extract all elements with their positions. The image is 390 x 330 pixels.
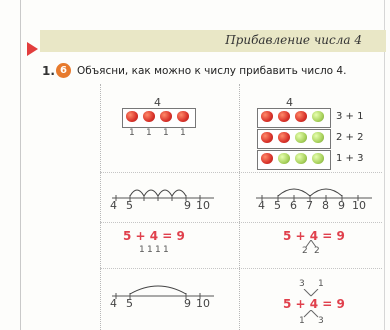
row-divider-1 bbox=[100, 172, 382, 173]
left-bottom-axis-label: 10 bbox=[196, 297, 210, 310]
bottom-split-1: 1 bbox=[299, 316, 305, 326]
right-bottom-expression: 5 + 4 = 9 bbox=[283, 297, 345, 311]
right-split-2: 2 bbox=[314, 246, 320, 256]
top-split-1: 3 bbox=[299, 279, 305, 289]
apple-icon bbox=[261, 153, 273, 164]
right-axis-label: 6 bbox=[290, 199, 297, 212]
right-axis-label: 5 bbox=[274, 199, 281, 212]
right-axis-label: 9 bbox=[338, 199, 345, 212]
right-split-1: 2 bbox=[302, 246, 308, 256]
sum-option-2: 2 + 2 bbox=[336, 132, 364, 143]
apple-icon bbox=[261, 132, 273, 143]
left-axis-label: 4 bbox=[110, 199, 117, 212]
right-axis-label: 8 bbox=[322, 199, 329, 212]
left-expression: 5 + 4 = 9 bbox=[123, 229, 185, 243]
row-divider-3 bbox=[100, 268, 382, 269]
apple-icon bbox=[278, 132, 290, 143]
left-axis-label: 5 bbox=[126, 199, 133, 212]
left-number-line bbox=[112, 189, 214, 201]
left-one: 1 bbox=[163, 128, 169, 138]
left-divider bbox=[100, 84, 101, 330]
left-bottom-number-line bbox=[112, 285, 214, 299]
left-split-3: 1 bbox=[155, 245, 161, 255]
left-bottom-axis-label: 9 bbox=[184, 297, 191, 310]
left-one: 1 bbox=[129, 128, 135, 138]
left-split-1: 1 bbox=[139, 245, 148, 255]
task-number: 1. bbox=[42, 64, 55, 78]
page-gutter-line bbox=[20, 0, 21, 330]
split-branch-icon bbox=[303, 310, 319, 318]
apple-icon bbox=[278, 111, 290, 122]
left-split-2: 1 bbox=[147, 245, 153, 255]
red-bookmark-arrow-icon bbox=[27, 42, 38, 56]
task-badge: 6 bbox=[56, 63, 71, 78]
apple-icon bbox=[312, 111, 324, 122]
apple-icon bbox=[261, 111, 273, 122]
row-divider-2 bbox=[100, 222, 382, 223]
left-axis-label: 10 bbox=[196, 199, 210, 212]
left-bottom-axis-label: 4 bbox=[110, 297, 117, 310]
sum-option-3: 1 + 3 bbox=[336, 153, 364, 164]
apple-icon bbox=[143, 111, 155, 122]
right-number-line bbox=[256, 188, 372, 201]
apple-icon bbox=[295, 111, 307, 122]
middle-divider bbox=[239, 84, 240, 330]
header-band bbox=[40, 30, 386, 52]
apple-icon bbox=[126, 111, 138, 122]
apple-icon bbox=[312, 153, 324, 164]
left-bottom-axis-label: 5 bbox=[126, 297, 133, 310]
left-one: 1 bbox=[146, 128, 152, 138]
task-instruction: Объясни, как можно к числу прибавить чис… bbox=[77, 65, 347, 77]
sum-option-1: 3 + 1 bbox=[336, 111, 364, 122]
right-axis-label: 4 bbox=[258, 199, 265, 212]
right-expression: 5 + 4 = 9 bbox=[283, 229, 345, 243]
left-split-4: 1 bbox=[163, 245, 169, 255]
apple-icon bbox=[295, 132, 307, 143]
right-axis-label: 7 bbox=[306, 199, 313, 212]
apple-icon bbox=[295, 153, 307, 164]
left-one: 1 bbox=[180, 128, 186, 138]
left-axis-label: 9 bbox=[184, 199, 191, 212]
page-right-edge bbox=[384, 0, 385, 330]
top-split-2: 1 bbox=[318, 279, 324, 289]
page-title: Прибавление числа 4 bbox=[225, 33, 362, 47]
split-branch-icon bbox=[305, 240, 317, 248]
apple-icon bbox=[278, 153, 290, 164]
left-top-label: 4 bbox=[154, 96, 161, 109]
apple-icon bbox=[312, 132, 324, 143]
apple-icon bbox=[177, 111, 189, 122]
right-top-label: 4 bbox=[286, 96, 293, 109]
apple-icon bbox=[160, 111, 172, 122]
right-axis-label: 10 bbox=[352, 199, 366, 212]
bottom-split-2: 3 bbox=[318, 316, 324, 326]
merge-branch-icon bbox=[303, 289, 319, 297]
